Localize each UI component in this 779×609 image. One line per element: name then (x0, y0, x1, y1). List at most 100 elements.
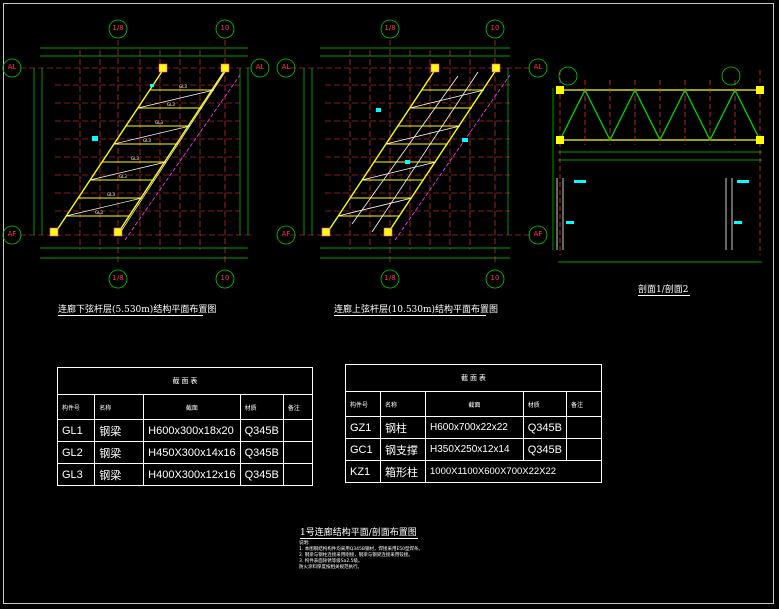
beam-section-table: 截 面 表 构件号 名称 截面 材质 备注 GL1 钢梁 H600x300x18… (56, 367, 314, 486)
column-section: 1000X1100X600X700X22X22 (425, 460, 602, 483)
table-row: GZ1 钢柱 H600x700x22x22 Q345B (345, 416, 602, 439)
section-joints (556, 86, 764, 144)
beam-name: 钢梁 (94, 419, 145, 442)
beam-table-header-row: 构件号 名称 截面 材质 备注 (56, 394, 314, 420)
beam-header-section: 截面 (143, 394, 241, 420)
column-id: KZ1 (345, 460, 381, 483)
lower-plan-title: 连廊下弦杆层(5.530m)结构平面布置图 (58, 305, 217, 315)
lower-dimension-lines (33, 47, 249, 259)
beam-section: H400X300x12x16 (143, 463, 241, 486)
svg-text:GL3: GL3 (155, 120, 163, 125)
upper-bracing (337, 71, 485, 233)
column-material: Q345B (522, 438, 568, 461)
column-section: H350X250x12x14 (425, 438, 524, 461)
beam-id: GL1 (56, 419, 96, 442)
beam-material: Q345B (239, 419, 284, 442)
beam-id: GL3 (56, 463, 96, 486)
axis-label-upper-right-bottom: AF (533, 230, 543, 238)
upper-plan-title-underline (334, 315, 486, 316)
section-grid (559, 70, 761, 255)
sheet-title-underline (300, 538, 418, 539)
axis-label-lower-left-top: AL (7, 63, 17, 71)
lower-bracing (65, 71, 226, 234)
section-marks (566, 180, 749, 224)
column-name: 箱形柱 (380, 460, 426, 483)
beam-header-id: 构件号 (56, 394, 96, 420)
upper-plan (276, 19, 548, 289)
axis-label-upper-bottom-right: 10 (490, 274, 500, 282)
note-line: 防火涂料厚度按相关规范执行。 (299, 565, 362, 570)
column-section-table: 截 面 表 构件号 名称 截面 材质 备注 GZ1 钢柱 H600x700x22… (345, 364, 602, 483)
notes-title: 说明: (299, 541, 310, 546)
note-line: 1. 本图钢结构构件均采用Q345B钢材，焊接采用E50型焊条。 (299, 547, 424, 552)
lower-section-marks (92, 84, 154, 141)
upper-slanted-girders (326, 69, 497, 234)
upper-grid-lines (290, 40, 532, 265)
beam-name: 钢梁 (94, 441, 145, 464)
lower-columns (49, 63, 230, 237)
axis-label-upper-top-right: 10 (490, 24, 500, 32)
table-row: KZ1 箱形柱 1000X1100X600X700X22X22 (345, 460, 602, 483)
column-material: Q345B (522, 416, 568, 439)
upper-dimension-lines (303, 47, 510, 259)
axis-label-lower-left-bottom: AF (7, 230, 17, 238)
column-table-header-row: 构件号 名称 截面 材质 备注 (345, 391, 602, 417)
notes-block: 说明: 1. 本图钢结构构件均采用Q345B钢材，焊接采用E50型焊条。 2. … (299, 541, 423, 571)
beam-id: GL2 (56, 441, 96, 464)
beam-remark (282, 441, 314, 464)
section-columns (556, 178, 733, 250)
beam-remark (282, 463, 314, 486)
column-remark (566, 416, 602, 439)
column-header-section: 截面 (425, 391, 524, 417)
column-header-remark: 备注 (566, 391, 602, 417)
axis-label-upper-bottom-left: 1/8 (384, 274, 396, 282)
axis-label-upper-left-bottom: AF (281, 230, 291, 238)
axis-label-lower-top-right: 10 (220, 24, 230, 32)
beam-section: H600x300x18x20 (143, 419, 241, 442)
column-header-id: 构件号 (345, 391, 381, 417)
column-name: 钢柱 (380, 416, 426, 439)
axis-label-upper-left-top: AL (281, 63, 291, 71)
beam-remark (282, 419, 314, 442)
beam-header-name: 名称 (94, 394, 145, 420)
table-row: GC1 钢支撑 H350X250x12x14 Q345B (345, 438, 602, 461)
upper-axis-bubbles (276, 19, 548, 289)
beam-table-caption: 截 面 表 (57, 367, 313, 395)
axis-label-lower-bottom-left: 1/8 (112, 274, 124, 282)
section-title: 剖面1/剖面2 (638, 285, 689, 295)
lower-axis-bubbles (2, 19, 270, 289)
lower-dashed-edge (124, 74, 241, 241)
svg-text:GL3: GL3 (131, 156, 139, 161)
lower-plan-title-underline (58, 315, 203, 316)
svg-text:GL3: GL3 (95, 210, 103, 215)
column-header-material: 材质 (522, 391, 568, 417)
column-name: 钢支撑 (380, 438, 426, 461)
axis-label-upper-top-left: 1/8 (384, 24, 396, 32)
column-table-caption: 截 面 表 (345, 364, 602, 392)
column-id: GZ1 (345, 416, 381, 439)
note-line: 3. 构件表面除锈等级Sa2.5级。 (299, 559, 363, 564)
section-view (552, 66, 764, 263)
sheet-title: 1号连廊结构平面/剖面布置图 (300, 528, 417, 538)
beam-header-remark: 备注 (282, 394, 314, 420)
section-axis-bubbles (558, 66, 741, 86)
lower-slanted-girders (54, 69, 226, 234)
axis-label-lower-right-top: AL (255, 63, 265, 71)
beam-material: Q345B (239, 463, 284, 486)
note-line: 2. 钢梁与钢柱连接采用刚接，钢梁与钢梁连接采用铰接。 (299, 553, 413, 558)
upper-cross-beams (338, 89, 484, 217)
svg-text:GL3: GL3 (143, 138, 151, 143)
lower-cross-beams (66, 89, 214, 217)
column-section: H600x700x22x22 (425, 416, 524, 439)
svg-text:GL3: GL3 (179, 84, 187, 89)
column-header-name: 名称 (380, 391, 426, 417)
lower-grid-lines (20, 40, 252, 265)
section-title-underline (638, 295, 690, 296)
section-dimension-lines (552, 88, 762, 263)
upper-dashed-edge (394, 74, 511, 241)
upper-section-marks (376, 108, 468, 164)
drawing-frame (3, 3, 774, 604)
